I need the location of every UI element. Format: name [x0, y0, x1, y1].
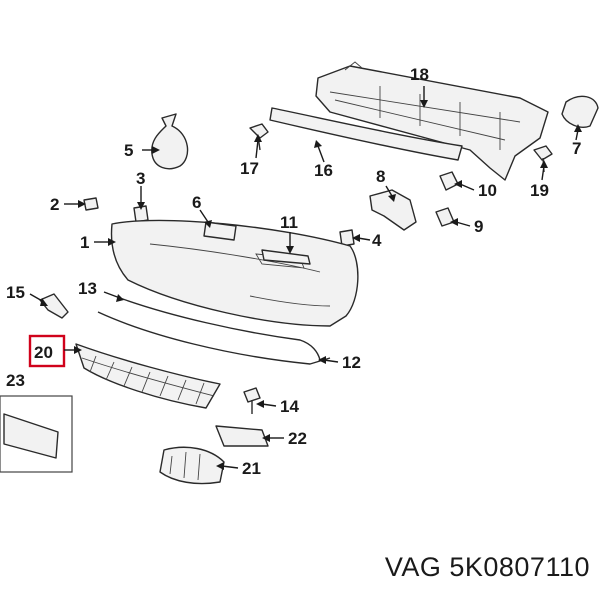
callout-3: 3 — [136, 169, 145, 188]
part-5-cover-cap — [151, 113, 189, 170]
callout-12: 12 — [342, 353, 361, 372]
callout-15: 15 — [6, 283, 25, 302]
part-8-bracket — [369, 189, 417, 231]
part-11-grille-insert — [261, 249, 311, 265]
callout-14: 14 — [280, 397, 299, 416]
part-1-bumper-cover — [110, 219, 359, 327]
part-12-lower-trim — [97, 311, 331, 365]
callout-5: 5 — [124, 141, 133, 160]
part-15-side-bracket — [39, 293, 69, 319]
callout-6: 6 — [192, 193, 201, 212]
callout-1: 1 — [80, 233, 89, 252]
callout-10: 10 — [478, 181, 497, 200]
part-6-sensor-plate — [203, 221, 237, 241]
part-4-screw — [339, 229, 355, 247]
part-10-clip — [439, 171, 459, 191]
callout-17: 17 — [240, 159, 259, 178]
callout-labels: 1 2 3 4 5 6 7 8 9 10 11 12 13 14 15 16 1… — [6, 65, 581, 478]
callout-2: 2 — [50, 195, 59, 214]
part-22-fog-bracket — [215, 425, 269, 447]
leader-lines — [29, 86, 582, 470]
part-2-screw — [83, 197, 99, 211]
part-14-bolt — [243, 387, 261, 414]
callout-23: 23 — [6, 371, 25, 390]
callout-22: 22 — [288, 429, 307, 448]
part-18-impact-bar — [315, 61, 549, 181]
callout-21: 21 — [242, 459, 261, 478]
callout-19: 19 — [530, 181, 549, 200]
callout-9: 9 — [474, 217, 483, 236]
part-16-absorber-strip — [269, 107, 463, 161]
part-number-label: VAG 5K0807110 — [384, 552, 590, 582]
part-23-licence-plate-box — [0, 395, 73, 473]
part-21-fog-grille — [159, 446, 225, 485]
callout-7: 7 — [572, 139, 581, 158]
callout-8: 8 — [376, 167, 385, 186]
callout-11: 11 — [280, 213, 298, 232]
part-13-spoiler-lip — [119, 297, 321, 361]
callout-13: 13 — [78, 279, 97, 298]
part-20-lower-grille — [75, 343, 221, 409]
part-9-clip — [435, 207, 455, 227]
callout-20: 20 — [34, 343, 53, 362]
callout-16: 16 — [314, 161, 333, 180]
callout-18: 18 — [410, 65, 429, 84]
part-7-tow-cap — [561, 95, 599, 128]
callout-4: 4 — [372, 231, 382, 250]
callout-20-highlight-box — [28, 334, 66, 368]
